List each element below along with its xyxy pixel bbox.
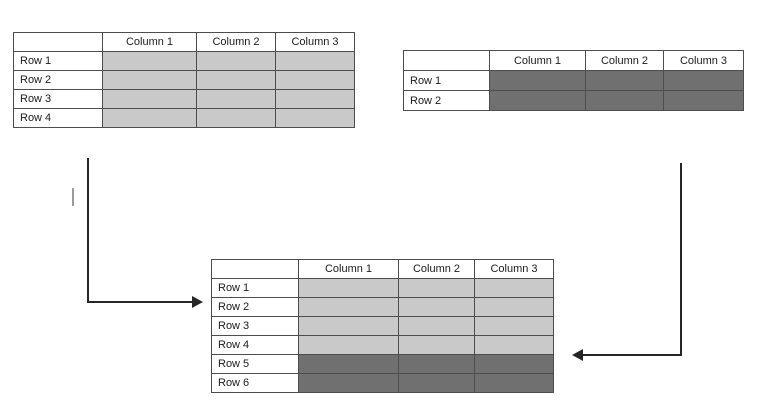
row-label: Row 5 bbox=[211, 354, 299, 374]
table-row: Row 3 bbox=[211, 316, 554, 336]
row-label: Row 4 bbox=[211, 335, 299, 355]
arrow-vertical-line bbox=[87, 158, 89, 303]
column-header: Column 2 bbox=[585, 50, 664, 71]
data-cell bbox=[298, 297, 399, 317]
header-row: Column 1 Column 2 Column 3 bbox=[403, 50, 744, 71]
table-row: Row 2 bbox=[13, 70, 355, 90]
arrowhead-left-icon bbox=[572, 349, 583, 361]
data-cell bbox=[275, 70, 355, 90]
data-cell bbox=[663, 70, 744, 91]
table-row: Row 1 bbox=[211, 278, 554, 298]
arrow-horizontal-line bbox=[583, 354, 682, 356]
table-row: Row 1 bbox=[13, 51, 355, 71]
data-cell bbox=[585, 70, 664, 91]
data-cell bbox=[102, 51, 197, 71]
corner-cell bbox=[211, 259, 299, 279]
merged-table: Column 1 Column 2 Column 3 Row 1 Row 2 R… bbox=[211, 259, 554, 393]
data-cell bbox=[275, 108, 355, 128]
text-cursor bbox=[72, 188, 74, 206]
data-cell bbox=[398, 335, 475, 355]
table-row: Row 6 bbox=[211, 373, 554, 393]
data-cell bbox=[196, 108, 276, 128]
data-cell bbox=[298, 316, 399, 336]
column-header: Column 2 bbox=[196, 32, 276, 52]
row-label: Row 1 bbox=[403, 70, 490, 91]
row-label: Row 3 bbox=[13, 89, 103, 109]
data-cell bbox=[298, 373, 399, 393]
column-header: Column 1 bbox=[298, 259, 399, 279]
data-cell bbox=[474, 335, 554, 355]
data-cell bbox=[398, 278, 475, 298]
arrow-horizontal-line bbox=[87, 301, 193, 303]
data-cell bbox=[298, 278, 399, 298]
header-row: Column 1 Column 2 Column 3 bbox=[13, 32, 355, 52]
row-label: Row 2 bbox=[211, 297, 299, 317]
row-label: Row 2 bbox=[403, 90, 490, 111]
data-cell bbox=[398, 354, 475, 374]
row-label: Row 1 bbox=[13, 51, 103, 71]
source-table-dark: Column 1 Column 2 Column 3 Row 1 Row 2 bbox=[403, 50, 744, 111]
column-header: Column 3 bbox=[474, 259, 554, 279]
data-cell bbox=[398, 373, 475, 393]
column-header: Column 3 bbox=[663, 50, 744, 71]
row-label: Row 6 bbox=[211, 373, 299, 393]
data-cell bbox=[398, 316, 475, 336]
data-cell bbox=[474, 316, 554, 336]
table-row: Row 3 bbox=[13, 89, 355, 109]
column-header: Column 3 bbox=[275, 32, 355, 52]
data-cell bbox=[474, 354, 554, 374]
data-cell bbox=[102, 70, 197, 90]
data-cell bbox=[102, 89, 197, 109]
row-label: Row 4 bbox=[13, 108, 103, 128]
column-header: Column 1 bbox=[102, 32, 197, 52]
data-cell bbox=[585, 90, 664, 111]
data-cell bbox=[474, 373, 554, 393]
source-table-light: Column 1 Column 2 Column 3 Row 1 Row 2 R… bbox=[13, 32, 355, 128]
data-cell bbox=[196, 89, 276, 109]
row-label: Row 3 bbox=[211, 316, 299, 336]
table-row: Row 4 bbox=[13, 108, 355, 128]
arrowhead-right-icon bbox=[192, 296, 203, 308]
column-header: Column 2 bbox=[398, 259, 475, 279]
corner-cell bbox=[13, 32, 103, 52]
corner-cell bbox=[403, 50, 490, 71]
table-row: Row 4 bbox=[211, 335, 554, 355]
data-cell bbox=[489, 90, 586, 111]
table-row: Row 2 bbox=[403, 90, 744, 111]
row-label: Row 2 bbox=[13, 70, 103, 90]
data-cell bbox=[275, 89, 355, 109]
data-cell bbox=[663, 90, 744, 111]
data-cell bbox=[102, 108, 197, 128]
data-cell bbox=[474, 297, 554, 317]
table-row: Row 1 bbox=[403, 70, 744, 91]
data-cell bbox=[196, 70, 276, 90]
data-cell bbox=[275, 51, 355, 71]
row-label: Row 1 bbox=[211, 278, 299, 298]
data-cell bbox=[298, 335, 399, 355]
column-header: Column 1 bbox=[489, 50, 586, 71]
table-row: Row 5 bbox=[211, 354, 554, 374]
data-cell bbox=[489, 70, 586, 91]
table-row: Row 2 bbox=[211, 297, 554, 317]
data-cell bbox=[398, 297, 475, 317]
arrow-vertical-line bbox=[680, 163, 682, 356]
header-row: Column 1 Column 2 Column 3 bbox=[211, 259, 554, 279]
data-cell bbox=[474, 278, 554, 298]
data-cell bbox=[298, 354, 399, 374]
data-cell bbox=[196, 51, 276, 71]
